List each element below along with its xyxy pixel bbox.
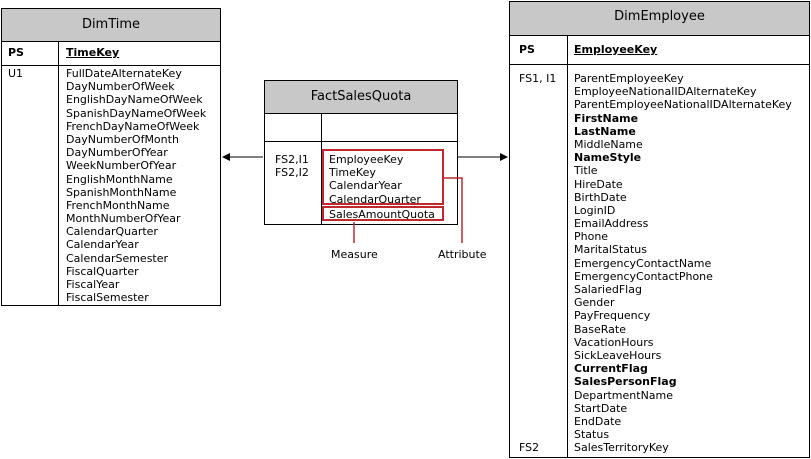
- factsalesquota-title: FactSalesQuota: [265, 81, 457, 114]
- dimemployee-attribute: EmployeeNationalIDAlternateKey: [574, 85, 757, 99]
- dimtime-attribute: FiscalYear: [66, 278, 120, 291]
- dimemployee-pk-name: EmployeeKey: [574, 43, 658, 56]
- dimemployee-attribute: ParentEmployeeKey: [574, 72, 684, 85]
- attribute-callout-line: [444, 177, 463, 243]
- dimemployee-attribute: StartDate: [574, 401, 628, 415]
- factsalesquota-attribute: CalendarQuarter: [329, 192, 421, 206]
- dimemployee-attribute: LastName: [574, 124, 636, 138]
- factsalesquota-attribute: CalendarYear: [329, 179, 402, 193]
- dimtime-pk-header: PS: [8, 46, 24, 59]
- dimemployee-key-label-bottom: FS2: [519, 441, 540, 454]
- attribute-highlight-box: [322, 149, 444, 205]
- dimemployee-table: DimEmployee PS EmployeeKey FS1, I1 FS2 P…: [509, 1, 810, 458]
- measure-label: Measure: [331, 248, 378, 261]
- dimemployee-attribute: SalariedFlag: [574, 283, 642, 296]
- dimemployee-attribute: ParentEmployeeNationalIDAlternateKey: [574, 98, 792, 112]
- dimtime-attribute: SpanishDayNameOfWeek: [66, 106, 207, 120]
- dimemployee-attribute: MiddleName: [574, 137, 643, 151]
- dimtime-attribute: DayNumberOfMonth: [66, 132, 179, 146]
- dimemployee-attribute: SalesPersonFlag: [574, 375, 677, 389]
- dimemployee-attribute: EndDate: [574, 414, 622, 428]
- dimtime-attribute: EnglishMonthName: [66, 172, 173, 186]
- factsalesquota-attribute: EmployeeKey: [329, 153, 404, 166]
- dimtime-attribute: SpanishMonthName: [66, 185, 177, 199]
- dimemployee-attribute: EmailAddress: [574, 217, 649, 231]
- dimemployee-attribute: DepartmentName: [574, 388, 674, 402]
- factsalesquota-table: FactSalesQuota FS2,I1 FS2,I2 EmployeeKey…: [264, 80, 458, 225]
- dimemployee-attribute: Gender: [574, 296, 615, 310]
- factsalesquota-key-label-2: FS2,I2: [275, 166, 309, 179]
- dimemployee-attribute: SickLeaveHours: [574, 348, 662, 362]
- dimtime-attribute: CalendarQuarter: [66, 225, 158, 239]
- dimemployee-attribute: MaritalStatus: [574, 243, 647, 257]
- dimtime-attribute: FiscalSemester: [66, 291, 149, 305]
- dimtime-title: DimTime: [2, 9, 220, 42]
- dimtime-attribute: FrenchMonthName: [66, 198, 170, 212]
- dimemployee-pk-row: PS EmployeeKey: [510, 36, 809, 65]
- dimtime-attribute: EnglishDayNameOfWeek: [66, 93, 203, 107]
- dimemployee-attribute: FirstName: [574, 111, 639, 125]
- dimemployee-attribute: Phone: [574, 230, 609, 244]
- dimemployee-attribute: SalesTerritoryKey: [574, 441, 669, 455]
- dimemployee-attribute: NameStyle: [574, 151, 642, 165]
- dimtime-attribute: CalendarSemester: [66, 251, 169, 265]
- dimemployee-attribute: Status: [574, 428, 610, 442]
- factsalesquota-key-label-1: FS2,I1: [275, 153, 309, 166]
- dimtime-attribute: FiscalQuarter: [66, 264, 139, 278]
- dimemployee-attribute: EmergencyContactPhone: [574, 269, 713, 283]
- dimemployee-title: DimEmployee: [510, 2, 809, 36]
- dimtime-attribute: FullDateAlternateKey: [66, 67, 182, 80]
- dimemployee-pk-header: PS: [519, 43, 535, 56]
- dimemployee-key-label-top: FS1, I1: [519, 72, 557, 85]
- factsalesquota-measure: SalesAmountQuota: [329, 208, 435, 221]
- dimemployee-attribute: BaseRate: [574, 322, 627, 336]
- dimtime-attribute: DayNumberOfYear: [66, 146, 168, 160]
- dimtime-attribute: WeekNumberOfYear: [66, 159, 177, 173]
- dimtime-attribute: CalendarYear: [66, 238, 139, 252]
- dimemployee-attribute: HireDate: [574, 177, 623, 191]
- dimemployee-attribute: BirthDate: [574, 190, 627, 204]
- factsalesquota-attribute: TimeKey: [329, 166, 376, 180]
- dimtime-pk-row: PS TimeKey: [2, 42, 220, 66]
- dimtime-table: DimTime PS TimeKey U1 FullDateAlternateK…: [1, 8, 221, 306]
- dimtime-attribute: MonthNumberOfYear: [66, 212, 181, 226]
- dimemployee-attribute: LoginID: [574, 203, 616, 217]
- dimemployee-attribute: EmergencyContactName: [574, 256, 712, 270]
- dimemployee-attribute: PayFrequency: [574, 309, 651, 323]
- attribute-label: Attribute: [438, 248, 487, 261]
- dimtime-pk-name: TimeKey: [66, 46, 120, 59]
- dimtime-attribute: DayNumberOfWeek: [66, 80, 175, 94]
- measure-highlight-box: [322, 206, 444, 221]
- dimemployee-attribute: VacationHours: [574, 335, 654, 349]
- dimtime-attribute: FrenchDayNameOfWeek: [66, 119, 200, 133]
- dimtime-key-label: U1: [8, 67, 24, 80]
- factsalesquota-pk-row: [265, 114, 457, 142]
- dimemployee-attribute: Title: [574, 164, 598, 178]
- dimemployee-attribute: CurrentFlag: [574, 362, 648, 376]
